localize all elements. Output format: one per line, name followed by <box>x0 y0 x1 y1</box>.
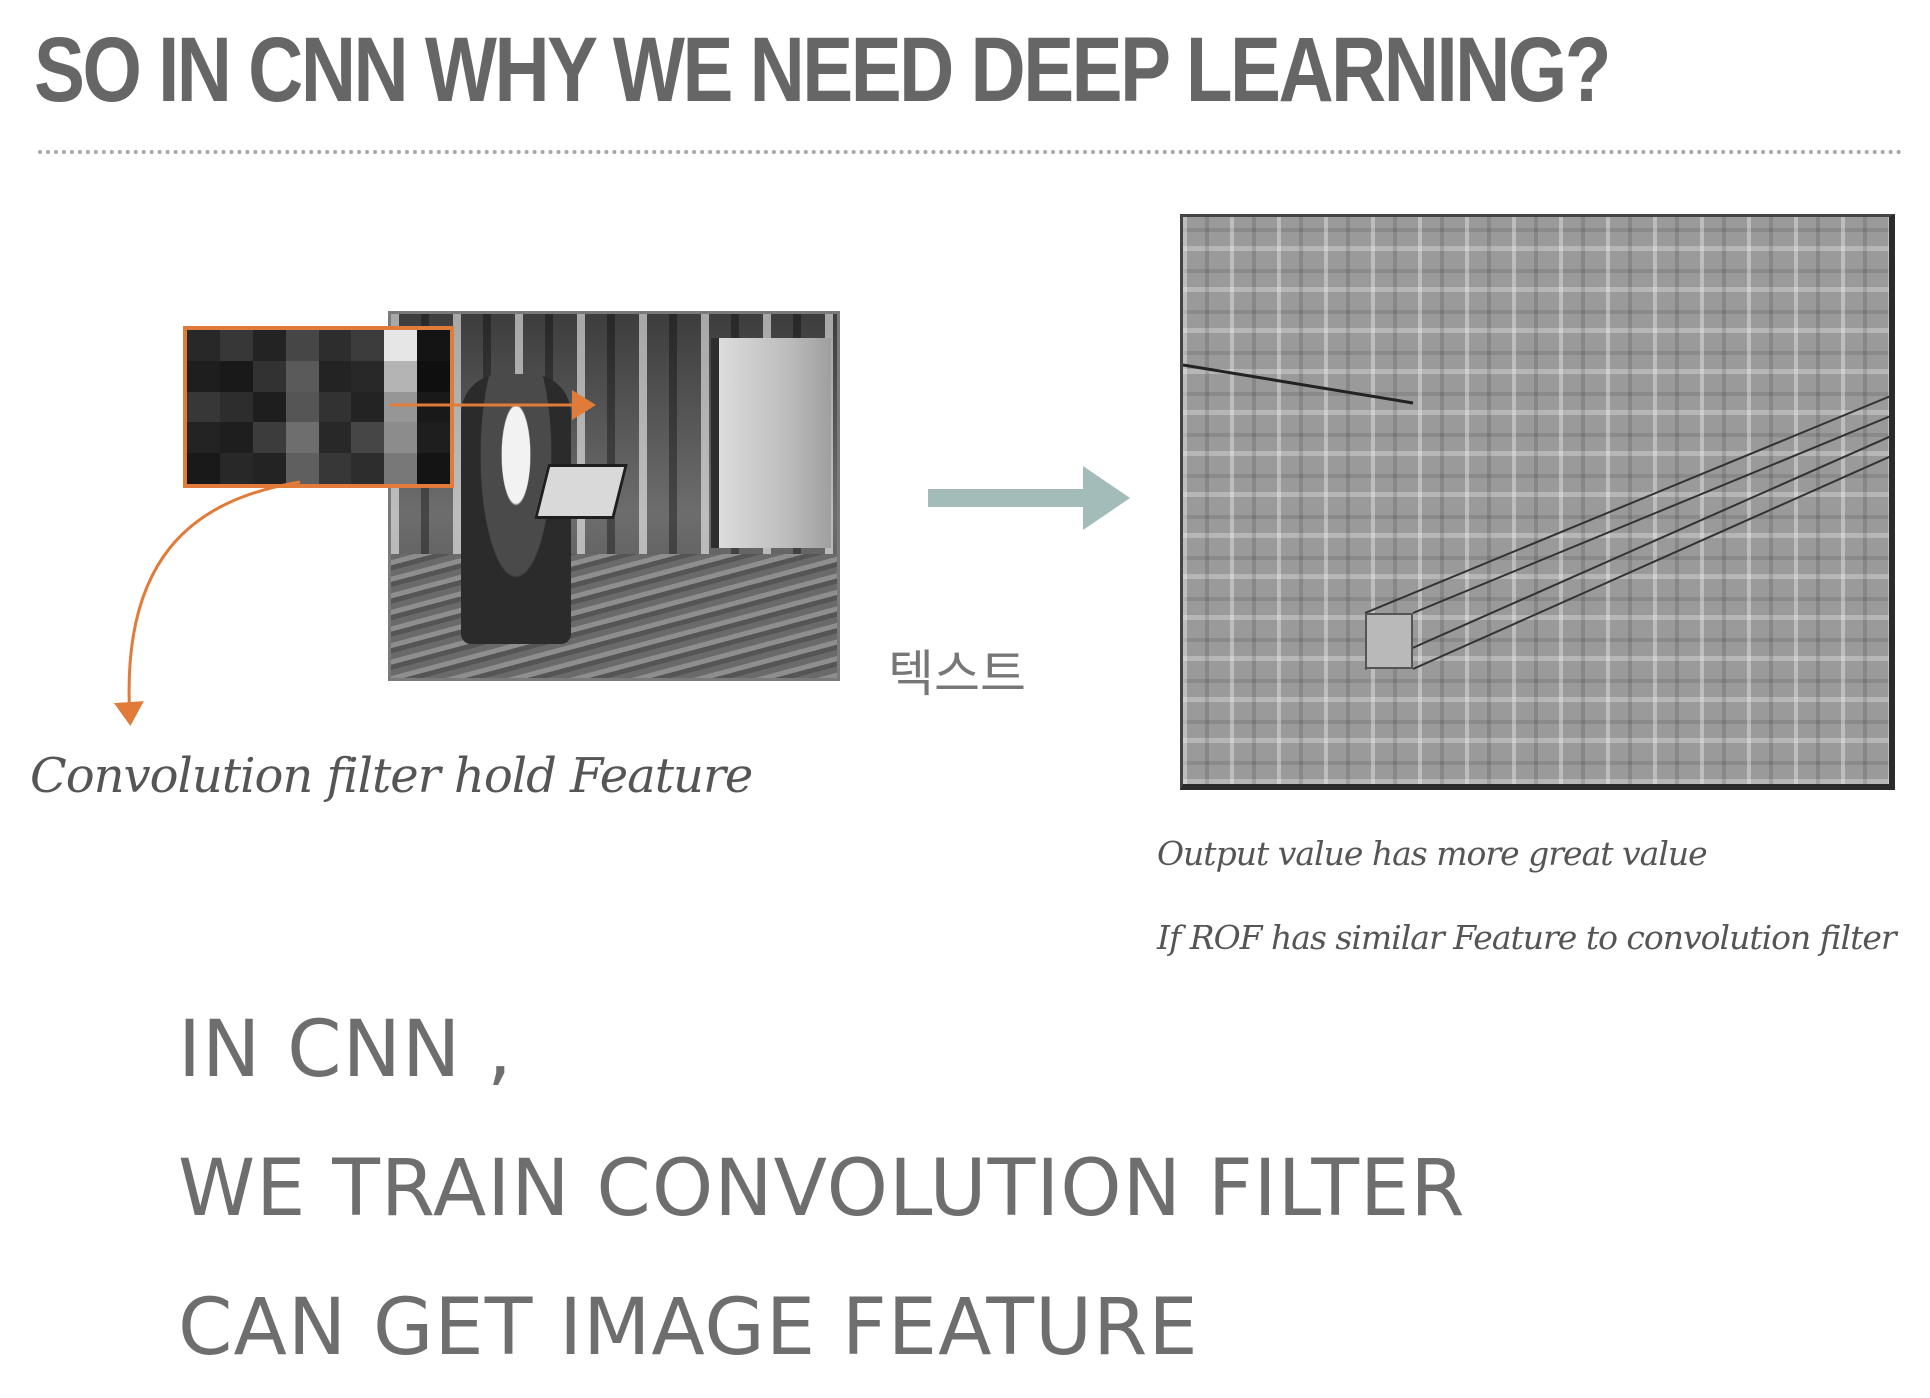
korean-placeholder-text: 텍스트 <box>888 645 1026 703</box>
filter-pixel <box>187 391 220 423</box>
title-divider <box>38 150 1903 154</box>
filter-pixel <box>417 360 450 392</box>
filter-pixel <box>285 453 319 484</box>
filter-pixel <box>219 330 253 361</box>
filter-pixel <box>219 422 253 454</box>
filter-pixel <box>187 422 220 454</box>
summary-line-2: WE TRAIN CONVOLUTION FILTER <box>178 1144 1466 1234</box>
feature-map-image <box>1180 214 1895 790</box>
transform-arrow-icon <box>928 466 1130 530</box>
filter-pixel <box>417 422 450 454</box>
filter-pixel <box>252 360 286 392</box>
output-caption: Output value has more great value <box>1157 834 1708 873</box>
input-scene-image <box>388 311 840 681</box>
filter-pixel <box>384 391 418 423</box>
filter-pixel <box>351 422 385 454</box>
filter-pixel <box>318 330 352 361</box>
slide-title: SO IN CNN WHY WE NEED DEEP LEARNING? <box>34 19 1611 121</box>
filter-pixel <box>351 391 385 423</box>
feature-map-projection-lines <box>1183 363 1889 670</box>
filter-caption: Convolution filter hold Feature <box>30 748 753 804</box>
scene-window <box>711 338 831 548</box>
summary-line-3: CAN GET IMAGE FEATURE <box>178 1283 1199 1373</box>
filter-pixel <box>252 453 286 484</box>
filter-pixel <box>318 391 352 423</box>
filter-pixel <box>252 422 286 454</box>
filter-pixel <box>219 391 253 423</box>
filter-caption-arrow <box>113 480 301 726</box>
filter-pixel <box>417 330 450 361</box>
filter-pixel <box>285 422 319 454</box>
filter-pixel <box>318 360 352 392</box>
filter-pixel <box>351 360 385 392</box>
filter-pixel <box>285 330 319 361</box>
summary-line-1: IN CNN , <box>178 1005 513 1095</box>
filter-pixel <box>318 422 352 454</box>
filter-pixel <box>384 422 418 454</box>
filter-pixel <box>384 453 418 484</box>
filter-pixel <box>252 391 286 423</box>
filter-pixel <box>252 330 286 361</box>
filter-pixel <box>187 453 220 484</box>
filter-pixel <box>351 453 385 484</box>
filter-pixel <box>351 330 385 361</box>
filter-pixel <box>285 360 319 392</box>
filter-pixel <box>384 360 418 392</box>
region-of-interest <box>1365 613 1413 669</box>
filter-pixel <box>384 330 418 361</box>
filter-pixel <box>318 453 352 484</box>
filter-pixel <box>285 391 319 423</box>
filter-pixel <box>219 453 253 484</box>
filter-pixel <box>187 360 220 392</box>
filter-pixel <box>187 330 220 361</box>
rof-caption: If ROF has similar Feature to convolutio… <box>1157 918 1897 957</box>
filter-pixel <box>417 453 450 484</box>
filter-pixel <box>417 391 450 423</box>
convolution-filter-patch <box>183 326 454 488</box>
filter-pixel <box>219 360 253 392</box>
